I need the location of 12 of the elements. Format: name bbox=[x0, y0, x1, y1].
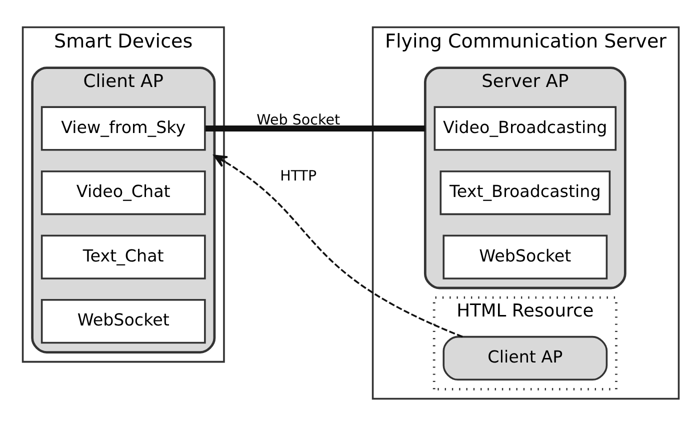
node-box: Video_Chat bbox=[40, 170, 206, 216]
node-box: WebSocket bbox=[442, 234, 608, 280]
edge-label: HTTP bbox=[280, 168, 317, 184]
node-box: View_from_Sky bbox=[40, 106, 206, 151]
node-box: WebSocket bbox=[40, 299, 206, 344]
node-box: Video_Broadcasting bbox=[434, 106, 617, 151]
arrow bbox=[214, 154, 463, 338]
node-box: Text_Chat bbox=[40, 234, 206, 280]
edge-label: Web Socket bbox=[256, 112, 340, 128]
node-box: Client AP bbox=[442, 336, 608, 381]
node-box: Text_Broadcasting bbox=[440, 170, 611, 216]
connector bbox=[205, 126, 426, 132]
